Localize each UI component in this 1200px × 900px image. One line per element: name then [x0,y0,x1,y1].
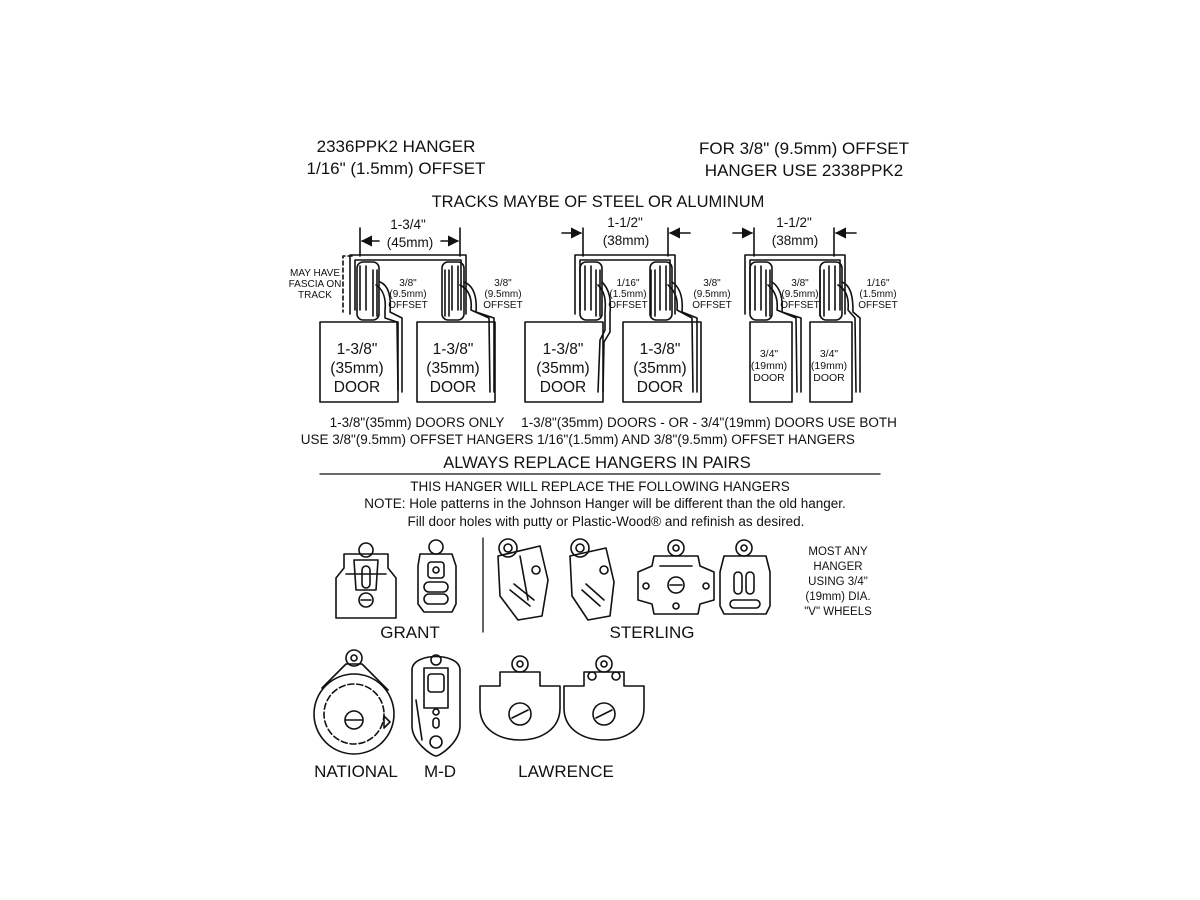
brand-md: M-D [423,762,457,781]
dimension-lines [360,228,856,256]
door-2b [623,322,701,402]
offset-label-6: 1/16" (1.5mm) OFFSET [858,278,898,311]
brand-sterling: STERLING [609,623,695,642]
note-line1: THIS HANGER WILL REPLACE THE FOLLOWING H… [410,479,790,494]
fascia-note: MAY HAVE FASCIA ON TRACK [288,268,342,301]
most-any-note: MOST ANY HANGER USING 3/4" (19mm) DIA. "… [804,546,872,618]
dim2-fraction: 1-1/2" [607,215,643,230]
hanger-1a [357,262,402,392]
door-label-5: 3/4" (19mm) DOOR [750,348,788,384]
door-label-2: 1-3/8" (35mm) DOOR [426,341,480,396]
lawrence-hanger-2 [564,656,644,740]
header-left-line2: 1/16" (1.5mm) OFFSET [306,159,486,178]
sterling-hanger-4 [720,540,770,614]
national-hanger [314,650,394,754]
hanger-3b [820,262,860,392]
header-right-line1: FOR 3/8" (9.5mm) OFFSET [698,139,910,158]
dim2-mm: (38mm) [602,233,650,248]
sterling-hanger-1 [498,539,548,620]
tracks-title: TRACKS MAYBE OF STEEL OR ALUMINUM [431,193,765,211]
door-2a [525,322,603,402]
door-label-6: 3/4" (19mm) DOOR [810,348,848,384]
offset-label-4: 3/8" (9.5mm) OFFSET [692,278,732,311]
offset-label-5: 3/8" (9.5mm) OFFSET [780,278,820,311]
caption-right-line2: 1/16"(1.5mm) AND 3/8"(9.5mm) OFFSET HANG… [537,432,855,447]
lawrence-hanger-1 [480,656,560,740]
door-1b [417,322,495,402]
dim3-fraction: 1-1/2" [776,215,812,230]
brand-national: NATIONAL [314,762,398,781]
hanger-2b [650,262,697,392]
dim1-fraction: 1-3/4" [390,217,426,232]
door-3b [810,322,852,402]
offset-label-2: 3/8" (9.5mm) OFFSET [483,278,523,311]
sterling-hanger-2 [570,539,614,620]
header-right-line2: HANGER USE 2338PPK2 [704,161,904,180]
pairs-title: ALWAYS REPLACE HANGERS IN PAIRS [443,454,751,472]
brand-lawrence: LAWRENCE [518,762,614,781]
grant-hanger-1 [336,543,396,618]
door-label-1: 1-3/8" (35mm) DOOR [330,341,384,396]
caption-left-line1: 1-3/8"(35mm) DOORS ONLY [329,415,505,430]
door-3a [750,322,792,402]
caption-right-line1: 1-3/8"(35mm) DOORS - OR - 3/4"(19mm) DOO… [521,415,897,430]
fascia-dashed-outline [343,256,352,312]
brand-grant: GRANT [380,623,440,642]
grant-hanger-2 [418,540,456,612]
hanger-2a [580,262,610,392]
offset-label-3: 1/16" (1.5mm) OFFSET [608,278,648,311]
note-line3: Fill door holes with putty or Plastic-Wo… [407,514,805,529]
header-left-line1: 2336PPK2 HANGER [316,137,476,156]
md-hanger [412,655,460,756]
door-label-4: 1-3/8" (35mm) DOOR [633,341,687,396]
offset-label-1: 3/8" (9.5mm) OFFSET [388,278,428,311]
note-line2: NOTE: Hole patterns in the Johnson Hange… [364,496,846,511]
hanger-1b [442,262,494,392]
door-label-3: 1-3/8" (35mm) DOOR [536,341,590,396]
dim1-mm: (45mm) [386,235,434,250]
door-1a [320,322,398,402]
hanger-3a [750,262,801,392]
caption-left-line2: USE 3/8"(9.5mm) OFFSET HANGERS [300,432,534,447]
sterling-hanger-3 [638,540,714,614]
dim3-mm: (38mm) [771,233,819,248]
